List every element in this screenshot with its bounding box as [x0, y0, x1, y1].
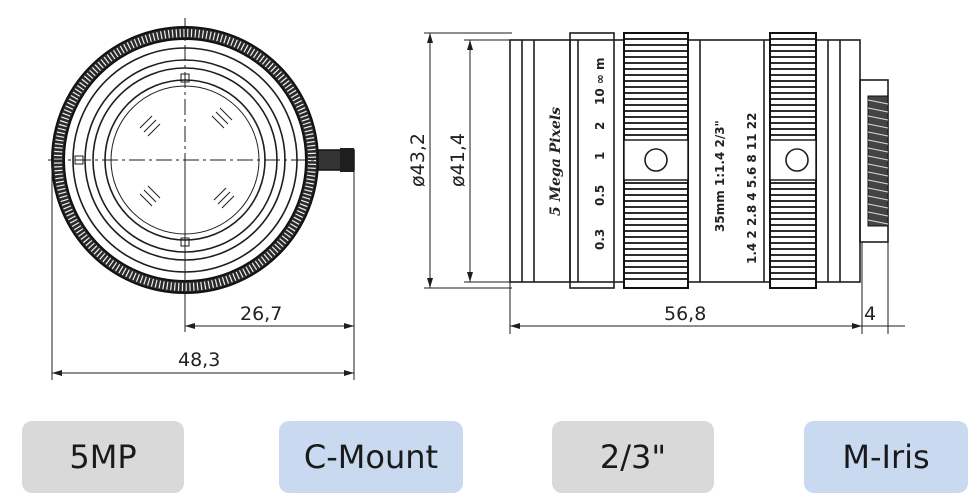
thread-line — [867, 147, 889, 153]
brand-marking: 5 Mega Pixels — [548, 107, 564, 216]
body-length-label: 56,8 — [664, 303, 706, 325]
iris-scale: 1.4 2 2.8 4 5.6 8 11 22 — [745, 113, 759, 264]
svg-text:0.3: 0.3 — [593, 229, 607, 250]
badge-sensor-size: 2/3" — [552, 421, 714, 493]
thread-line — [867, 131, 889, 137]
thread-line — [867, 107, 889, 113]
outer-diameter-label: ø43,2 — [407, 133, 429, 187]
thread-line — [867, 219, 889, 225]
front-total-width-label: 48,3 — [178, 349, 220, 371]
svg-text:0.5: 0.5 — [593, 185, 607, 206]
thread-line — [867, 155, 889, 161]
thread-line — [867, 211, 889, 217]
thread-line — [867, 187, 889, 193]
spec-marking: 35mm 1:1.4 2/3" — [713, 120, 727, 232]
badge-m-iris: M-Iris — [804, 421, 968, 493]
mount-length-label: 4 — [864, 303, 876, 325]
badge-5mp: 5MP — [22, 421, 184, 493]
iris-ring — [769, 32, 817, 289]
badge-c-mount: C-Mount — [279, 421, 463, 493]
svg-text:10 ∞ m: 10 ∞ m — [593, 57, 607, 105]
technical-drawing: 26,7 48,3 ø43,2 ø41,4 — [48, 18, 905, 380]
thread-line — [867, 179, 889, 185]
front-view: 26,7 48,3 — [48, 18, 355, 380]
front-half-width-label: 26,7 — [240, 303, 282, 325]
c-mount-thread — [859, 79, 889, 243]
inner-diameter-label: ø41,4 — [447, 133, 469, 187]
thread-line — [867, 195, 889, 201]
side-view: ø43,2 ø41,4 — [407, 32, 905, 334]
thread-line — [867, 203, 889, 209]
focus-ring — [623, 32, 689, 289]
thread-line — [867, 115, 889, 121]
focus-scale: 0.3 0.5 1 2 10 ∞ m — [593, 57, 607, 250]
thread-line — [867, 163, 889, 169]
thread-line — [867, 139, 889, 145]
svg-text:2: 2 — [593, 122, 607, 130]
thread-line — [867, 99, 889, 105]
thread-line — [867, 123, 889, 129]
svg-text:1: 1 — [593, 152, 607, 160]
thread-line — [867, 171, 889, 177]
